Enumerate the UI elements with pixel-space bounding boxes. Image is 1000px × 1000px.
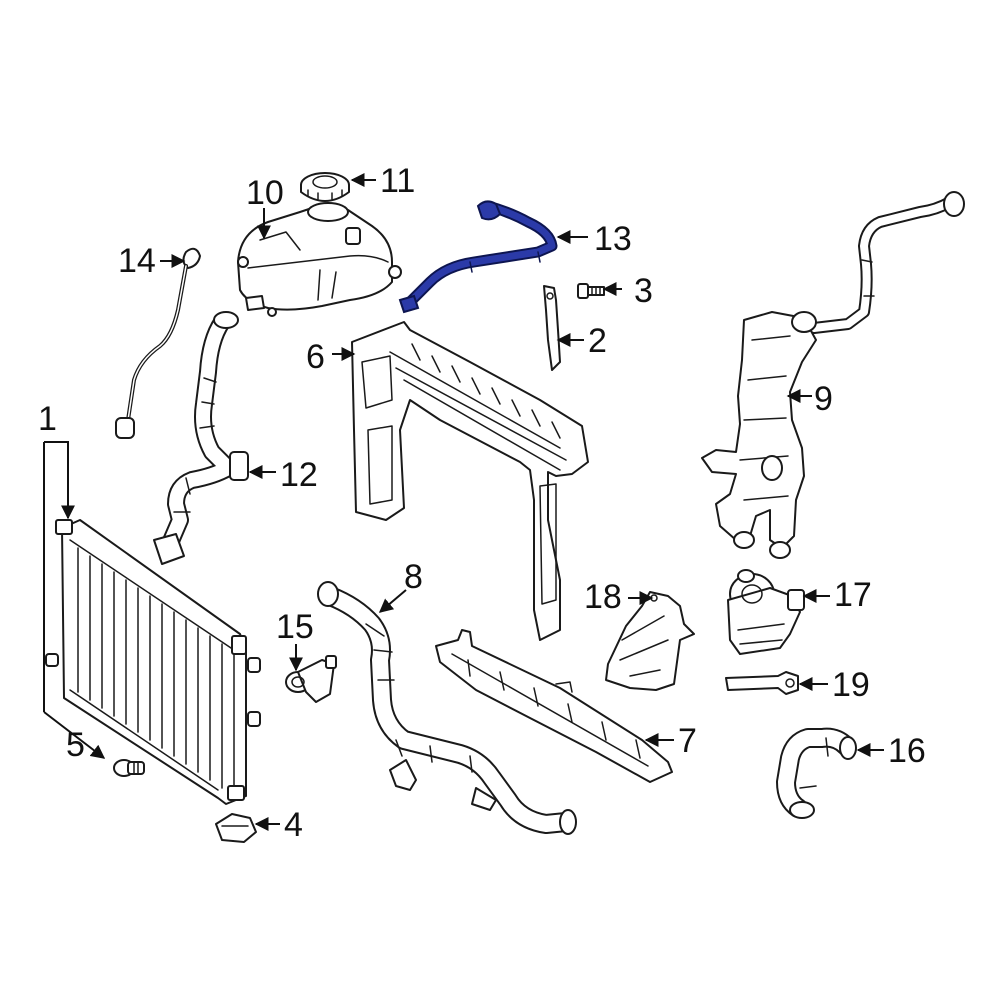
callout-3: 3 [634,272,653,310]
callout-12: 12 [280,456,318,494]
callout-11: 11 [380,162,415,200]
callout-19: 19 [832,666,870,704]
hose-connector-part-15[interactable] [285,655,337,703]
bolt-part-3[interactable] [577,283,605,299]
callout-2: 2 [588,322,607,360]
water-pump-part-17[interactable] [727,569,805,655]
callout-10: 10 [246,174,284,212]
callout-9: 9 [814,380,833,418]
callout-4: 4 [284,806,303,844]
coolant-hose-part-12[interactable] [153,311,249,565]
coolant-hose-part-8[interactable] [317,581,577,835]
bracket-part-18[interactable] [605,591,695,691]
callout-7: 7 [678,722,697,760]
vent-hose-part-13[interactable] [398,200,558,314]
hose-part-16[interactable] [776,727,857,819]
reservoir-cap-part-11[interactable] [300,172,350,202]
callout-15: 15 [276,608,314,646]
callout-18: 18 [584,578,622,616]
bracket-part-2[interactable] [543,285,561,371]
splash-shield-part-7[interactable] [435,629,673,783]
expansion-tank-part-10[interactable] [237,202,402,317]
leader-lines [43,173,884,831]
callout-14: 14 [118,242,156,280]
radiator-part-1[interactable] [45,519,261,805]
front-carrier-part-6[interactable] [351,321,589,641]
callout-8: 8 [404,558,423,596]
callout-17: 17 [834,576,872,614]
drain-plug-part-5[interactable] [113,759,145,777]
callout-1: 1 [38,400,57,438]
callout-13: 13 [594,220,632,258]
callout-5: 5 [66,726,85,764]
mount-part-4[interactable] [215,813,257,843]
small-hose-part-19[interactable] [725,671,799,695]
callout-16: 16 [888,732,926,770]
hose-assembly-part-9[interactable] [701,191,965,559]
callout-labels: 1 2 3 4 5 6 7 8 9 10 11 12 13 14 15 16 1… [38,162,926,844]
sensor-hose-part-14[interactable] [115,247,201,439]
callout-6: 6 [306,338,325,376]
